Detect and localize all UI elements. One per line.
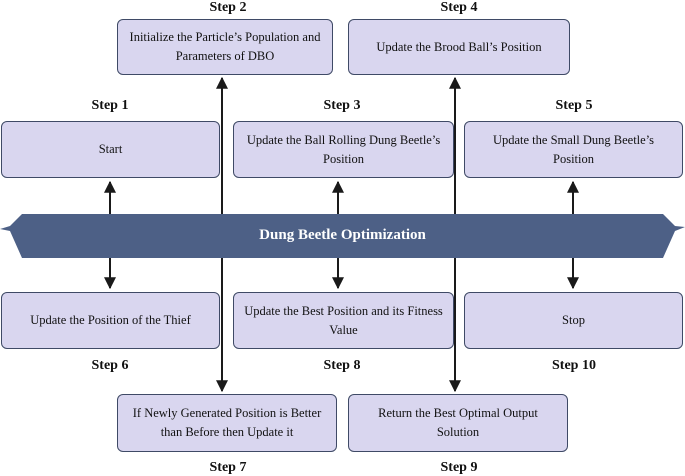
step-1-label: Step 1: [91, 98, 129, 113]
dbo-banner: [0, 214, 685, 258]
step-6-box: Update the Position of the Thief: [1, 292, 220, 349]
step-4-label: Step 4: [440, 0, 478, 15]
step-9-box: Return the Best Optimal Output Solution: [348, 394, 568, 452]
step-3-label: Step 3: [323, 98, 361, 113]
step-9-label: Step 9: [440, 460, 478, 475]
step-2-label: Step 2: [209, 0, 247, 15]
step-8-label: Step 8: [323, 358, 361, 373]
step-5-box: Update the Small Dung Beetle’s Position: [464, 121, 683, 178]
step-3-box: Update the Ball Rolling Dung Beetle’s Po…: [233, 121, 454, 178]
step-8-box: Update the Best Position and its Fitness…: [233, 292, 454, 349]
step-10-label: Step 10: [552, 358, 596, 373]
step-7-box: If Newly Generated Position is Better th…: [117, 394, 337, 452]
step-1-box: Start: [1, 121, 220, 178]
step-4-box: Update the Brood Ball’s Position: [348, 19, 570, 75]
step-7-label: Step 7: [209, 460, 247, 475]
banner-title: Dung Beetle Optimization: [259, 226, 426, 243]
step-6-label: Step 6: [91, 358, 129, 373]
step-2-box: Initialize the Particle’s Population and…: [117, 19, 333, 75]
step-5-label: Step 5: [555, 98, 593, 113]
step-10-box: Stop: [464, 292, 683, 349]
